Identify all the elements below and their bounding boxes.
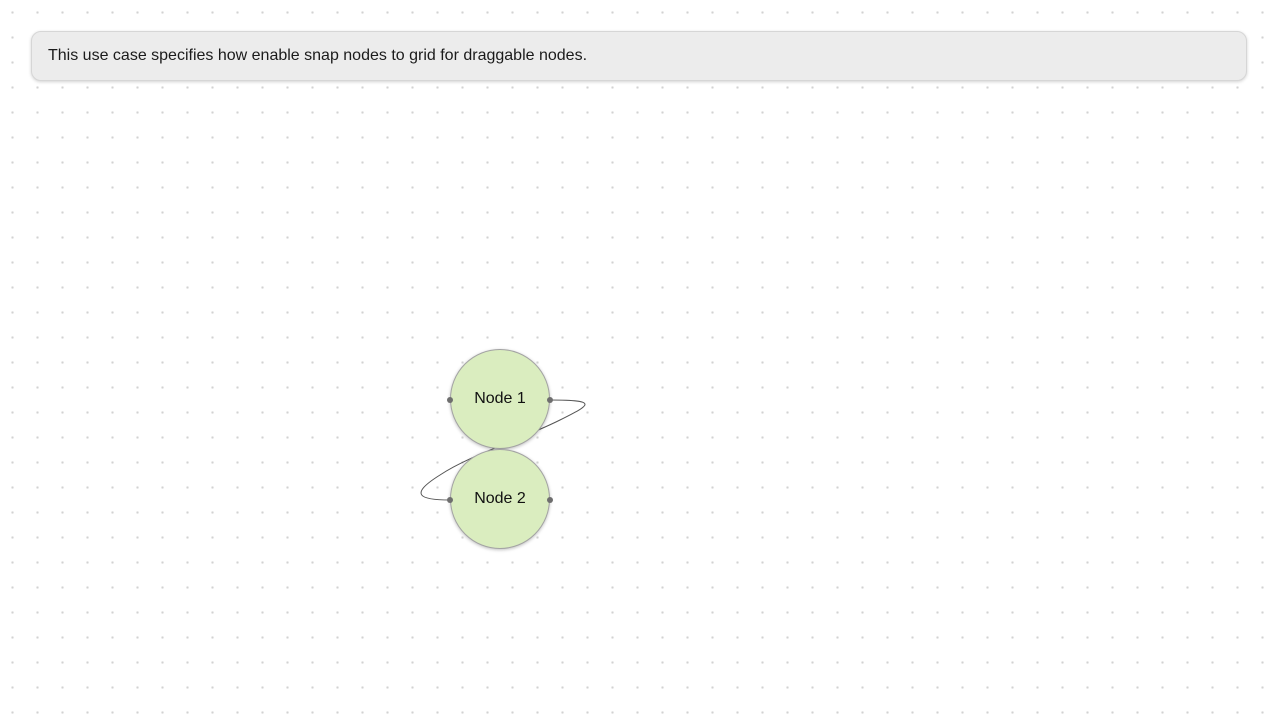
node-1-right-port[interactable]: [547, 397, 553, 403]
node-1-left-port[interactable]: [447, 397, 453, 403]
node-2-label: Node 2: [474, 490, 526, 507]
diagram-node-2[interactable]: Node 2: [447, 449, 553, 549]
node-2-right-port[interactable]: [547, 497, 553, 503]
diagram-node-1[interactable]: Node 1: [447, 349, 553, 449]
info-panel-text: This use case specifies how enable snap …: [48, 47, 588, 64]
node-2-left-port[interactable]: [447, 497, 453, 503]
node-1-label: Node 1: [474, 390, 526, 407]
info-panel: This use case specifies how enable snap …: [31, 31, 1247, 81]
